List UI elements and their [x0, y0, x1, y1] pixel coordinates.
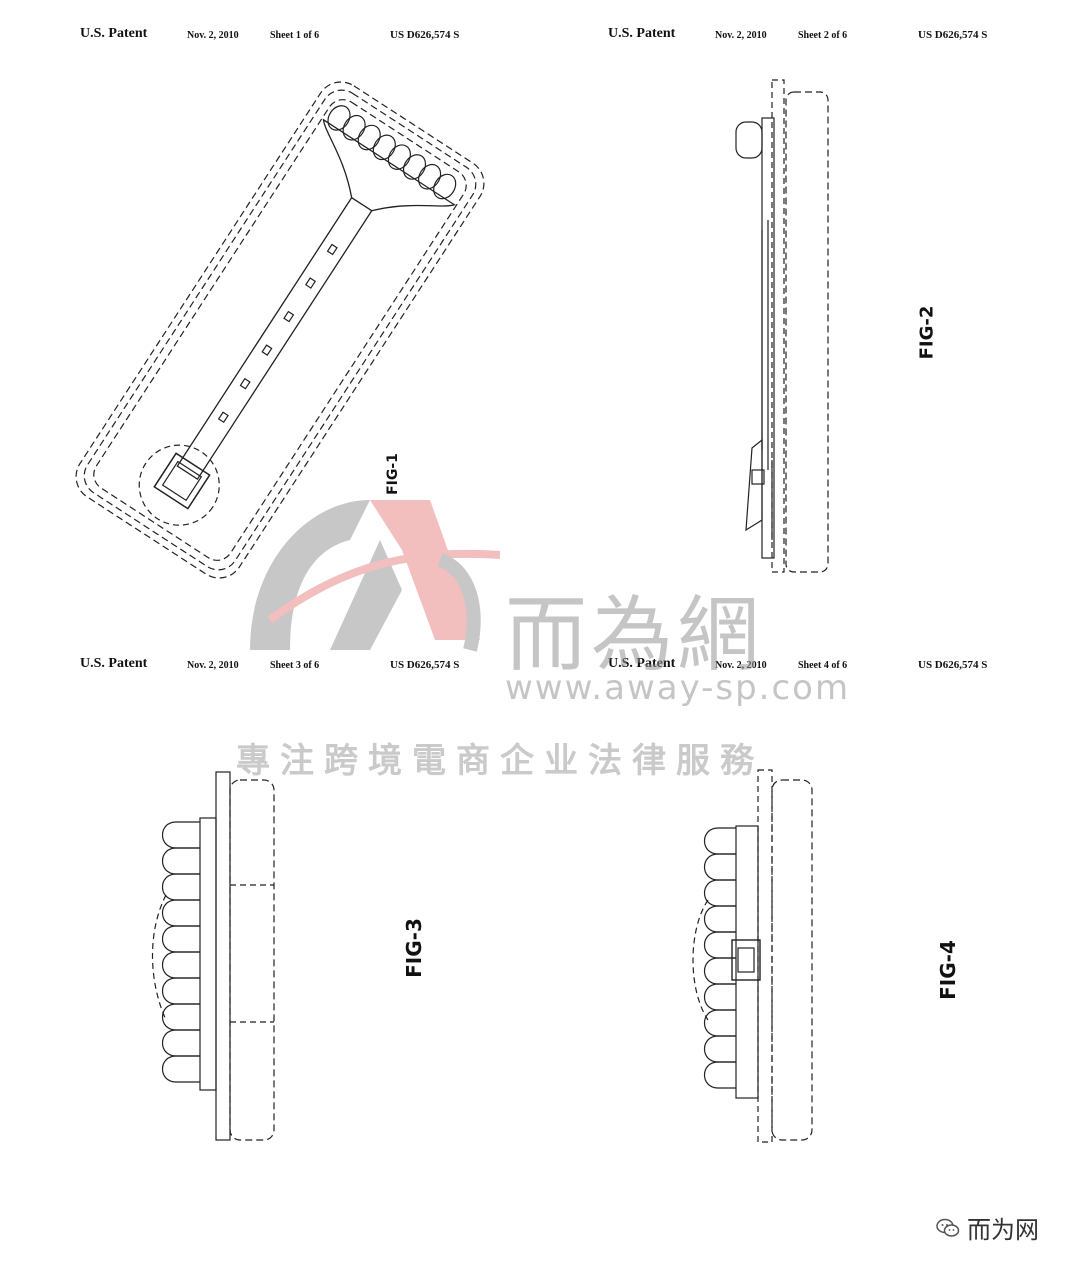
patent-label: U.S. Patent — [80, 656, 148, 671]
patent-date: Nov. 2, 2010 — [187, 30, 239, 41]
sheet-header: U.S. Patent Nov. 2, 2010 Sheet 1 of 6 US… — [0, 26, 540, 46]
sheet-header: U.S. Patent Nov. 2, 2010 Sheet 4 of 6 US… — [540, 656, 1080, 676]
sheet-number: Sheet 2 of 6 — [798, 30, 848, 41]
patent-number: US D626,574 S — [918, 29, 988, 41]
fig-3-drawing — [151, 771, 275, 1141]
sheet-header: U.S. Patent Nov. 2, 2010 Sheet 2 of 6 US… — [540, 26, 1080, 46]
patent-sheet-3: U.S. Patent Nov. 2, 2010 Sheet 3 of 6 US… — [0, 630, 540, 1250]
watermark-name: 而為網 — [505, 588, 764, 683]
wechat-icon — [936, 1218, 960, 1237]
watermark-url: www.away-sp.com — [505, 668, 851, 708]
patent-date: Nov. 2, 2010 — [187, 660, 239, 671]
sheet-number: Sheet 1 of 6 — [270, 30, 320, 41]
patent-label: U.S. Patent — [608, 656, 676, 671]
figure-label: FIG-3 — [401, 918, 426, 978]
patent-label: U.S. Patent — [80, 26, 148, 41]
brand-badge: 而为网 — [935, 1210, 1039, 1245]
patent-sheet-4: U.S. Patent Nov. 2, 2010 Sheet 4 of 6 US… — [540, 630, 1080, 1250]
figure-label: FIG-1 — [384, 453, 401, 495]
sheet-header: U.S. Patent Nov. 2, 2010 Sheet 3 of 6 US… — [0, 656, 540, 676]
patent-date: Nov. 2, 2010 — [715, 660, 767, 671]
brand-label: 而为网 — [967, 1216, 1039, 1244]
patent-label: U.S. Patent — [608, 26, 676, 41]
fig-4-drawing — [692, 769, 813, 1143]
patent-number: US D626,574 S — [390, 29, 460, 41]
fig-2-drawing — [735, 79, 829, 573]
watermark-slogan: 專注跨境電商企业法律服務 — [236, 741, 764, 781]
sheet-number: Sheet 3 of 6 — [270, 660, 320, 671]
figure-label: FIG-2 — [916, 305, 938, 360]
fig-1-drawing — [75, 81, 485, 579]
patent-number: US D626,574 S — [918, 659, 988, 671]
figure-label: FIG-4 — [935, 940, 960, 1000]
patent-number: US D626,574 S — [390, 659, 460, 671]
patent-date: Nov. 2, 2010 — [715, 30, 767, 41]
patent-sheet-2: U.S. Patent Nov. 2, 2010 Sheet 2 of 6 US… — [540, 0, 1080, 620]
sheet-number: Sheet 4 of 6 — [798, 660, 848, 671]
patent-sheet-1: U.S. Patent Nov. 2, 2010 Sheet 1 of 6 US… — [0, 0, 540, 620]
